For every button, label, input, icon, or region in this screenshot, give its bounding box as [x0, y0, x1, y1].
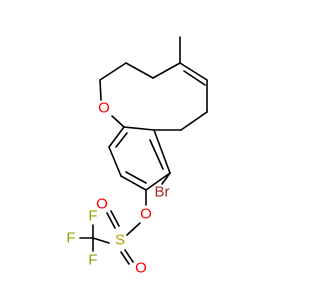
bond-ring-1: [152, 62, 181, 79]
bond-benzene-4: [145, 172, 171, 191]
bond-benzene-3: [149, 139, 164, 170]
bond-ring-9: [180, 111, 208, 131]
chemical-structure: O Br O S O O F F F: [66, 36, 208, 277]
bond-s-o-up-a: [106, 212, 116, 229]
bromine-label: Br: [155, 184, 170, 201]
fluorine-left-label: F: [66, 230, 75, 247]
bond-benzene-9: [115, 132, 128, 148]
bond-benzene-8: [108, 126, 125, 148]
fluorine-top-label: F: [88, 208, 97, 225]
bond-o-s: [126, 222, 141, 236]
bond-s-o-down-a: [120, 251, 130, 265]
sulfonyl-oxygen-upper-label: O: [96, 196, 108, 213]
atom-labels: O Br O S O O F F F: [66, 100, 169, 277]
bond-ring-3: [99, 62, 127, 81]
oxygen-ring-label: O: [98, 100, 110, 117]
bond-ring-5: [111, 115, 125, 128]
bond-benzene-7: [108, 146, 122, 177]
sulfur-label: S: [115, 232, 125, 249]
bond-s-o-up-b: [110, 210, 120, 227]
bond-ring-2: [125, 62, 154, 79]
bond-ring-4: [99, 79, 102, 101]
bond-ring-6: [179, 62, 208, 81]
oxygen-ester-label: O: [140, 206, 152, 223]
bond-c-br: [161, 172, 171, 185]
bond-lines: [79, 36, 208, 265]
bond-benzene-5: [120, 175, 147, 191]
bond-benzene-1: [123, 126, 155, 131]
fluorine-bottom-label: F: [88, 252, 97, 269]
bond-benzene-2: [153, 129, 171, 174]
bond-ring-7: [183, 70, 206, 86]
bond-s-o-down-b: [124, 249, 134, 263]
sulfonyl-oxygen-lower-label: O: [135, 260, 147, 277]
bond-benzene-6: [125, 171, 147, 184]
bond-s-cf3: [92, 237, 110, 244]
